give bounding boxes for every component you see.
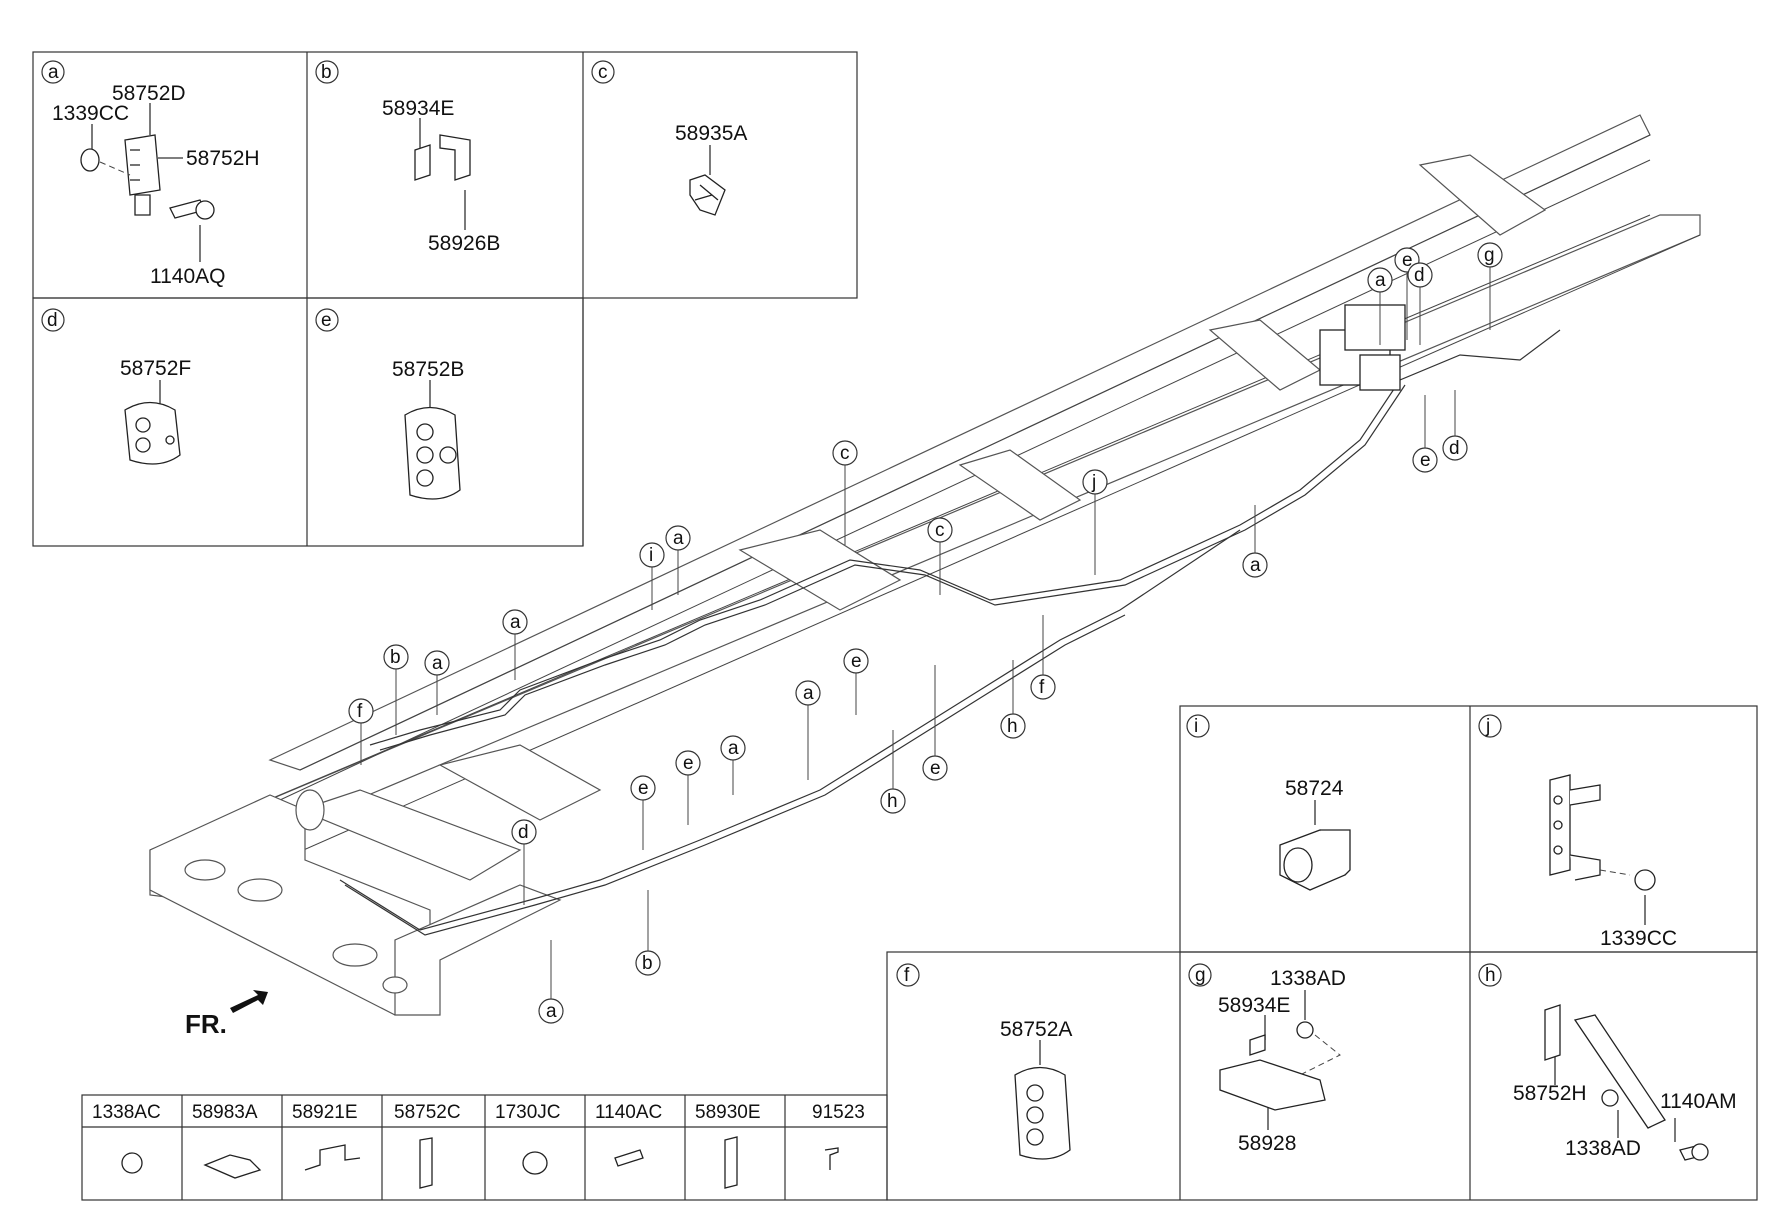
front-direction-indicator: FR. xyxy=(185,990,268,1039)
table-header: 1730JC xyxy=(495,1102,561,1123)
svg-text:f: f xyxy=(1039,677,1045,698)
part-number: 1338AD xyxy=(1270,967,1346,990)
svg-text:b: b xyxy=(642,953,653,974)
table-header: 1140AC xyxy=(595,1102,662,1123)
svg-text:h: h xyxy=(887,791,898,812)
part-number: 58928 xyxy=(1238,1132,1296,1155)
svg-text:d: d xyxy=(518,822,529,843)
part-number: 58752A xyxy=(1000,1018,1072,1041)
svg-text:h: h xyxy=(1007,716,1018,737)
detail-panel-a: a 58752D 1339CC 58752H 1140AQ xyxy=(41,60,260,288)
bracket-icon xyxy=(304,1144,361,1171)
svg-text:g: g xyxy=(1484,245,1495,266)
bolt-icon xyxy=(614,1149,644,1167)
svg-text:c: c xyxy=(935,520,945,541)
vehicle-frame xyxy=(149,114,1701,1016)
part-number: 58926B xyxy=(428,232,500,255)
detail-panel-g: g 1338AD 58934E 58928 xyxy=(1188,963,1346,1155)
clip-bracket-icon xyxy=(724,1136,738,1189)
svg-text:f: f xyxy=(357,701,363,722)
svg-text:e: e xyxy=(851,651,862,672)
svg-text:e: e xyxy=(321,310,332,331)
part-number: 1140AM xyxy=(1660,1090,1737,1113)
parts-table: 1338AC 58983A 58921E 58752C 1730JC 1140A… xyxy=(81,1094,888,1201)
clamp-icon xyxy=(203,1154,262,1179)
svg-text:d: d xyxy=(47,310,58,331)
part-number: 1339CC xyxy=(1600,927,1677,950)
svg-text:d: d xyxy=(1449,438,1460,459)
nut-icon xyxy=(121,1152,143,1174)
svg-text:g: g xyxy=(1195,965,1206,986)
svg-text:e: e xyxy=(1402,250,1413,271)
part-number: 1338AD xyxy=(1565,1137,1641,1160)
part-number: 58724 xyxy=(1285,777,1344,800)
detail-panel-f: f 58752A xyxy=(896,963,1072,1160)
svg-text:a: a xyxy=(673,528,684,549)
detail-panel-h: h 58752H 1140AM 1338AD xyxy=(1478,963,1737,1161)
table-header: 91523 xyxy=(812,1102,865,1123)
table-header: 58921E xyxy=(292,1102,358,1123)
svg-text:a: a xyxy=(48,62,59,83)
svg-text:a: a xyxy=(1250,555,1261,576)
svg-text:b: b xyxy=(321,62,332,83)
top-panels xyxy=(32,51,858,547)
detail-panel-b: b 58934E 58926B xyxy=(315,60,500,255)
svg-text:i: i xyxy=(649,545,653,566)
leader-lines xyxy=(360,267,1491,999)
table-header: 58983A xyxy=(192,1102,258,1123)
svg-text:b: b xyxy=(390,647,401,668)
part-number: 58752H xyxy=(1513,1082,1587,1105)
table-header: 58930E xyxy=(695,1102,761,1123)
bottom-right-panels xyxy=(886,705,1758,1201)
detail-panel-j: j 1339CC xyxy=(1478,714,1677,950)
svg-text:a: a xyxy=(803,683,814,704)
svg-text:c: c xyxy=(598,62,608,83)
part-number: 58752B xyxy=(392,358,464,381)
part-number: 58934E xyxy=(1218,994,1290,1017)
direction-arrow-icon xyxy=(230,990,268,1013)
part-number: 58752H xyxy=(186,147,260,170)
svg-text:f: f xyxy=(904,965,910,986)
small-clip-icon xyxy=(824,1147,839,1170)
part-number: 1140AQ xyxy=(150,265,226,288)
svg-text:a: a xyxy=(432,653,443,674)
svg-text:e: e xyxy=(930,758,941,779)
svg-text:e: e xyxy=(683,753,694,774)
table-header: 1338AC xyxy=(92,1102,161,1123)
table-header: 58752C xyxy=(394,1102,461,1123)
part-number: 58752D xyxy=(112,82,186,105)
detail-panel-d: d 58752F xyxy=(41,308,191,465)
detail-panel-i: i 58724 xyxy=(1186,714,1351,891)
grommet-icon xyxy=(522,1151,548,1175)
detail-panel-c: c 58935A xyxy=(591,60,747,216)
svg-text:a: a xyxy=(510,612,521,633)
part-number: 58935A xyxy=(675,122,747,145)
detail-panel-e: e 58752B xyxy=(315,308,464,500)
svg-text:a: a xyxy=(728,738,739,759)
svg-text:e: e xyxy=(1420,450,1431,471)
part-number: 58752F xyxy=(120,357,191,380)
svg-text:FR.: FR. xyxy=(185,1009,227,1039)
brake-lines xyxy=(339,304,1561,936)
svg-text:c: c xyxy=(840,443,850,464)
part-number: 1339CC xyxy=(52,102,129,125)
svg-text:d: d xyxy=(1414,265,1425,286)
part-number: 58934E xyxy=(382,97,454,120)
svg-text:j: j xyxy=(1485,716,1490,737)
svg-text:e: e xyxy=(638,778,649,799)
multi-clip-icon xyxy=(419,1137,433,1189)
svg-text:h: h xyxy=(1485,965,1496,986)
svg-text:a: a xyxy=(546,1001,557,1022)
svg-text:i: i xyxy=(1194,716,1198,737)
svg-text:a: a xyxy=(1375,270,1386,291)
svg-text:j: j xyxy=(1091,472,1096,493)
